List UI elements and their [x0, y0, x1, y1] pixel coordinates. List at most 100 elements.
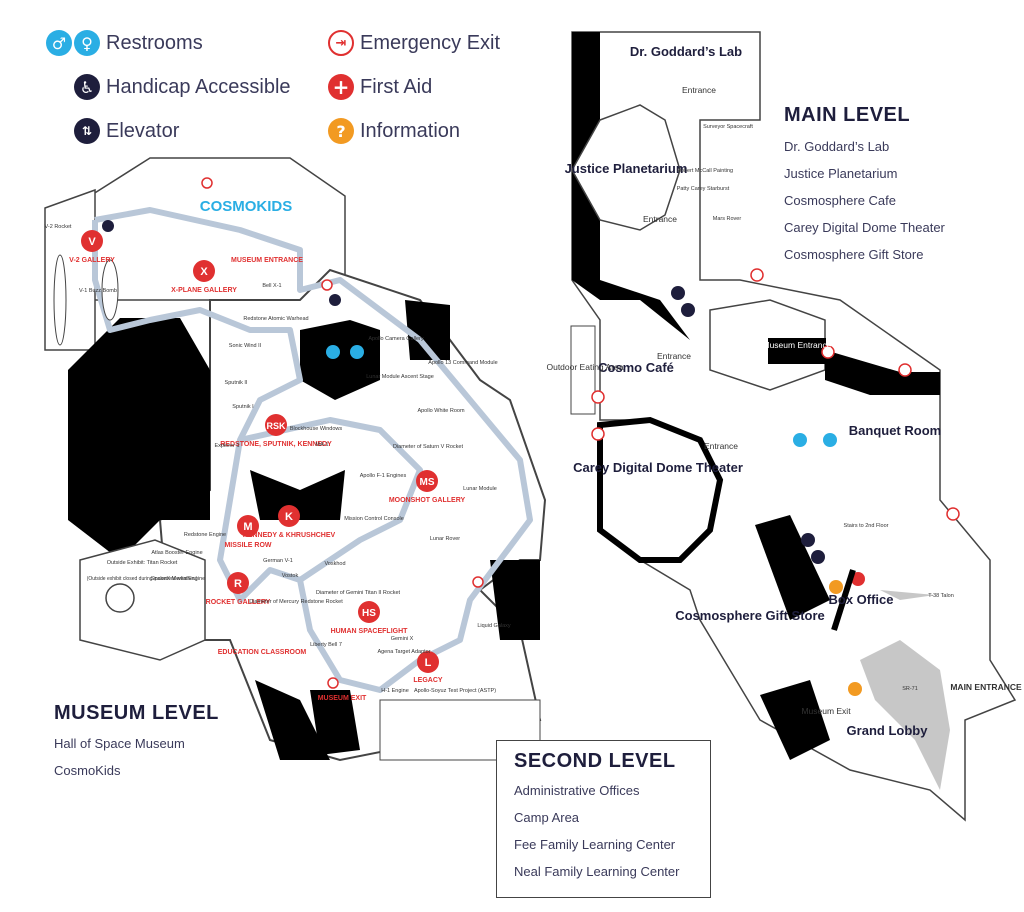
label-museum-exit: Museum Exit — [801, 706, 851, 716]
wheelchair-icon: ♿ — [74, 74, 100, 100]
label-mccall: Robert McCall Painting — [677, 168, 733, 174]
label-redstone-engine: Redstone Engine — [184, 532, 226, 538]
gallery-badge-k[interactable] — [278, 505, 300, 527]
emergency-exit-icon — [750, 268, 764, 282]
elevator-icon — [671, 286, 685, 300]
restroom-icon — [350, 345, 364, 359]
legend-label: Handicap Accessible — [106, 75, 291, 98]
label-sputnik1: Sputnik I — [232, 404, 254, 410]
second-level-item: Administrative Offices — [514, 783, 640, 798]
gallery-badge-rsk[interactable] — [265, 414, 287, 436]
museum-amenity-icons — [102, 177, 484, 689]
legend-emergency: ⇥ Emergency Exit — [328, 30, 500, 56]
gallery-name-l: LEGACY — [413, 677, 443, 684]
label-t38: T-38 Talon — [928, 593, 954, 599]
gallery-badge-m-text: M — [243, 521, 252, 533]
legend-elevator: ⇅ Elevator — [74, 118, 179, 144]
restroom-icon — [326, 345, 340, 359]
room-planetarium: Justice Planetarium — [565, 161, 688, 176]
label-atlas: Atlas Booster Engine — [151, 550, 202, 556]
label-blockhouse: Blockhouse Windows — [290, 426, 343, 432]
second-level-item: Camp Area — [514, 810, 580, 825]
emergency-exit-icon — [321, 279, 333, 291]
room-theater: Carey Digital Dome Theater — [573, 460, 743, 475]
label-sr71: SR-71 — [902, 686, 918, 692]
emergency-exit-icon — [946, 507, 960, 521]
museum-level-list: Hall of Space Museum CosmoKids — [54, 730, 185, 784]
museum-level-title: MUSEUM LEVEL — [54, 702, 219, 724]
label-surveyor: Surveyor Spacecraft — [703, 124, 753, 130]
gallery-badge-v[interactable] — [81, 230, 103, 252]
room-box-office: Box Office — [828, 592, 893, 607]
label-ma1: MA-1 — [315, 442, 328, 448]
restroom-icon: ♂ — [46, 30, 72, 56]
label-vostok: Vostok — [282, 573, 299, 579]
second-level-item: Neal Family Learning Center — [514, 864, 680, 879]
gallery-name-k: KENNEDY & KHRUSHCHEV — [243, 532, 336, 539]
gallery-name-r: ROCKET GALLERY — [206, 599, 271, 606]
room-gift-store: Cosmosphere Gift Store — [675, 608, 825, 623]
legend-label: Emergency Exit — [360, 31, 501, 54]
emergency-exit-icon — [591, 427, 605, 441]
label-buzz-bomb: V-1 Buzz Bomb — [79, 288, 117, 294]
first-aid-icon: + — [328, 74, 354, 100]
emergency-exit-icon — [201, 177, 213, 189]
label-mercury: Diameter of Mercury Redstone Rocket — [249, 599, 343, 605]
restroom-icon — [823, 433, 837, 447]
label-liberty: Liberty Bell 7 — [310, 642, 342, 648]
information-icon: ? — [328, 118, 354, 144]
museum-entrance-box[interactable] — [768, 338, 826, 364]
emergency-exit-icon: ⇥ — [328, 30, 354, 56]
label-mission-control: Mission Control Console — [344, 516, 404, 522]
elevator-icon — [811, 550, 825, 564]
gallery-badge-ms[interactable] — [416, 470, 438, 492]
gallery-name-v: V-2 GALLERY — [69, 257, 115, 264]
label-agena: Agena Target Adaptor — [377, 649, 430, 655]
main-level-title: MAIN LEVEL — [784, 104, 911, 126]
emergency-exit-icon — [327, 677, 339, 689]
main-level-item: Cosmosphere Gift Store — [784, 247, 924, 262]
wheelchair-icon — [801, 533, 815, 547]
information-icon — [848, 682, 862, 696]
first-aid-icon — [851, 572, 865, 586]
gallery-badge-l[interactable] — [417, 651, 439, 673]
main-level-map: Dr. Goddard’s Lab Justice Planetarium Co… — [546, 31, 1022, 822]
legend-restrooms: ♂ ♀ Restrooms — [46, 30, 203, 56]
gallery-badge-m[interactable] — [237, 515, 259, 537]
gallery-badge-hs[interactable] — [358, 601, 380, 623]
label-planetarium-entrance: Entrance — [643, 214, 677, 224]
legend-handicap: ♿ Handicap Accessible — [74, 74, 291, 100]
label-cafe-entrance: Entrance — [657, 351, 691, 361]
gallery-badge-r-text: R — [234, 578, 242, 590]
label-voskhod: Voskhod — [324, 561, 345, 567]
legend-label: Information — [360, 119, 461, 142]
gallery-name-ms: MOONSHOT GALLERY — [389, 497, 466, 504]
wheelchair-icon — [681, 303, 695, 317]
label-f1: Apollo F-1 Engines — [360, 473, 407, 479]
label-outside-note: (Outside exhibit closed during inclement… — [87, 576, 198, 582]
label-sonic-wind: Sonic Wind II — [229, 343, 262, 349]
gallery-badge-ms-text: MS — [420, 477, 435, 488]
label-lunar-ascent: Lunar Module Ascent Stage — [366, 374, 434, 380]
room-grand-lobby: Grand Lobby — [847, 723, 929, 738]
label-liquid-galaxy: Liquid Galaxy — [477, 623, 511, 629]
label-h1: H-1 Engine — [381, 688, 409, 694]
gallery-badge-x[interactable] — [193, 260, 215, 282]
label-outside-exhibit: Outside Exhibit: Titan Rocket — [107, 560, 178, 566]
gallery-badge-r[interactable] — [227, 572, 249, 594]
label-white-room: Apollo White Room — [417, 408, 464, 414]
room-cafe: Cosmo Café — [598, 360, 674, 375]
label-german-v1: German V-1 — [263, 558, 293, 564]
gallery-badge-v-text: V — [88, 236, 96, 248]
gallery-badge-x-text: X — [200, 266, 208, 278]
label-spacex: SpaceX Merlin Engine — [151, 576, 205, 582]
education-classroom-label: EDUCATION CLASSROOM — [218, 649, 307, 656]
information-icon — [829, 580, 843, 594]
label-stairs: Stairs to 2nd Floor — [844, 523, 889, 529]
label-outdoor-eating: Outdoor Eating Area — [546, 362, 623, 372]
gallery-name-m: MISSILE ROW — [224, 542, 271, 549]
gallery-badge-hs-text: HS — [362, 608, 376, 619]
museum-level-item: Hall of Space Museum — [54, 736, 185, 751]
main-level-list: Dr. Goddard’s Lab Justice Planetarium Co… — [784, 133, 945, 268]
